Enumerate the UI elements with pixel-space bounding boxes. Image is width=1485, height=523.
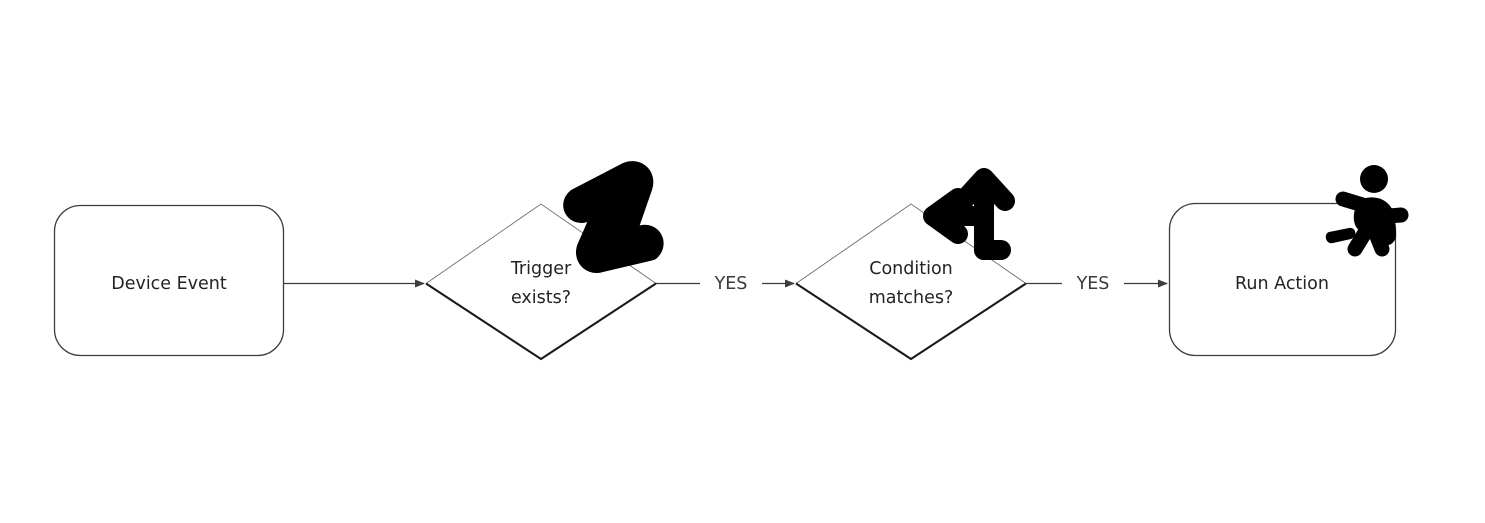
device-event-shape[interactable] — [53, 204, 285, 357]
running-person-head — [1360, 165, 1388, 193]
edge-condition-yes-label: YES — [1076, 274, 1110, 294]
condition-matches-edge-lower — [795, 282, 1027, 361]
trigger-exists-label-line2: exists? — [511, 288, 571, 308]
running-person-icon — [1325, 165, 1409, 257]
running-person-limbs — [1335, 191, 1409, 257]
edge-condition-to-action: YES — [1026, 274, 1168, 294]
edge-trigger-to-condition: YES — [656, 274, 795, 294]
node-device-event[interactable]: Device Event — [53, 204, 285, 357]
branch-arrow-icon — [923, 168, 1015, 260]
device-event-label: Device Event — [111, 274, 227, 294]
condition-matches-label-line2: matches? — [869, 288, 954, 308]
lightning-bolt-icon — [563, 161, 664, 273]
run-action-label: Run Action — [1235, 274, 1329, 294]
trigger-exists-edge-lower — [425, 282, 657, 361]
running-person-trailing-foot — [1325, 227, 1356, 244]
node-condition-matches[interactable]: Condition matches? — [795, 203, 1027, 361]
node-trigger-exists[interactable]: Trigger exists? — [425, 203, 657, 361]
condition-matches-label-line1: Condition — [869, 259, 953, 279]
trigger-exists-label-line1: Trigger — [510, 259, 572, 279]
edge-trigger-yes-label: YES — [714, 274, 748, 294]
